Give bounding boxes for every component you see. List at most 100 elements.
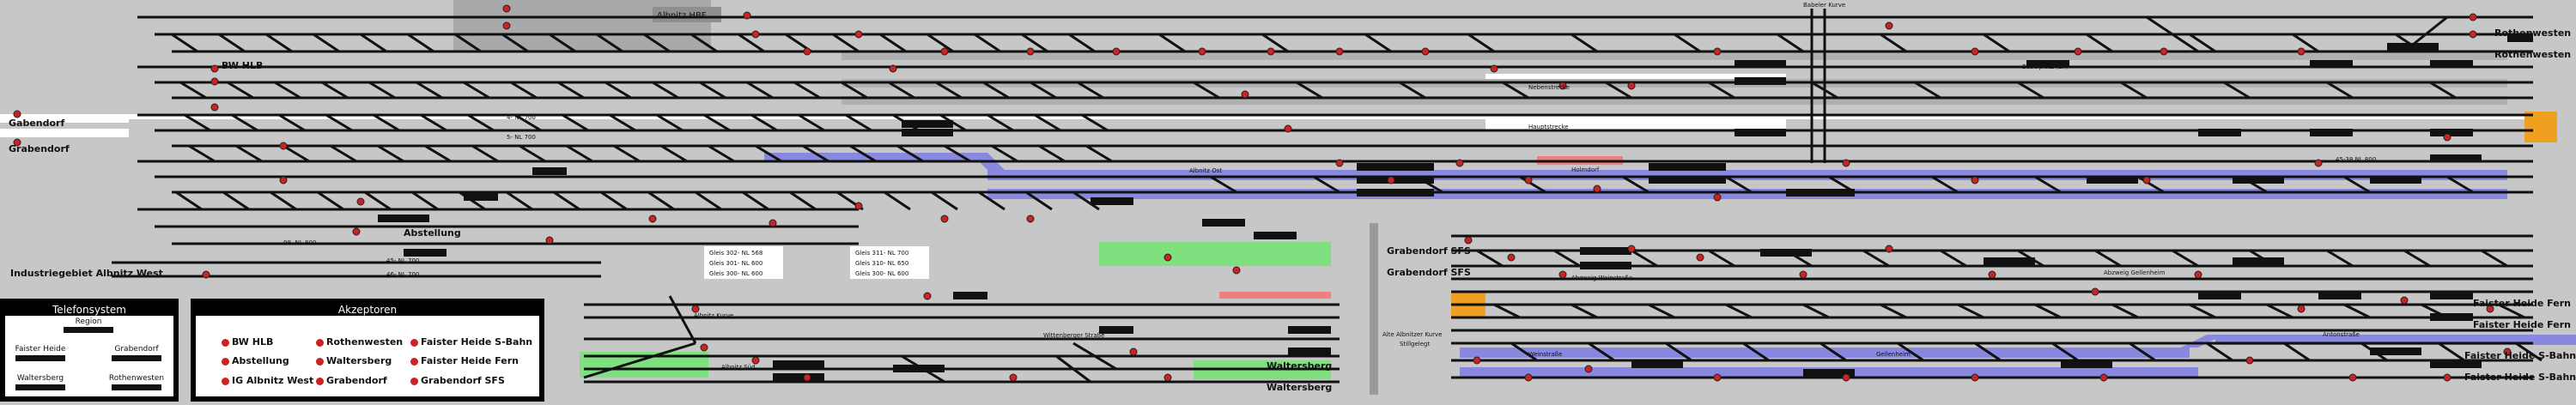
signal-light[interactable] <box>751 356 760 365</box>
platform-block[interactable] <box>1631 360 1683 368</box>
platform-block[interactable] <box>404 249 447 257</box>
platform-block[interactable] <box>902 129 953 136</box>
signal-light[interactable] <box>2297 47 2306 56</box>
platform-block[interactable] <box>773 373 824 381</box>
signal-light[interactable] <box>803 373 811 382</box>
signal-light[interactable] <box>2503 348 2512 356</box>
signal-light[interactable] <box>352 227 361 236</box>
platform-block[interactable] <box>1580 262 1631 269</box>
signal-light[interactable] <box>1026 47 1035 56</box>
signal-light[interactable] <box>1627 245 1636 253</box>
signal-light[interactable] <box>2142 176 2151 184</box>
signal-light[interactable] <box>1885 245 1893 253</box>
platform-block[interactable] <box>1254 232 1297 239</box>
akz-abstellung[interactable]: Abstellung <box>222 355 289 366</box>
platform-block[interactable] <box>1357 189 1434 196</box>
signal-light[interactable] <box>1558 270 1567 279</box>
signal-light[interactable] <box>1696 253 1704 262</box>
tel-region-button[interactable] <box>64 327 113 333</box>
platform-block[interactable] <box>2233 257 2284 265</box>
signal-light[interactable] <box>2400 296 2409 305</box>
signal-light[interactable] <box>940 215 949 223</box>
platform-block[interactable] <box>1357 163 1434 171</box>
platform-block[interactable] <box>1735 60 1786 68</box>
platform-block[interactable] <box>1735 129 1786 136</box>
signal-light[interactable] <box>1198 47 1206 56</box>
signal-light[interactable] <box>854 202 863 210</box>
platform-block[interactable] <box>2370 176 2421 184</box>
platform-block[interactable] <box>2061 360 2112 368</box>
signal-light[interactable] <box>691 305 700 313</box>
platform-block[interactable] <box>1202 219 1245 227</box>
platform-block[interactable] <box>773 360 824 368</box>
signal-light[interactable] <box>803 47 811 56</box>
platform-block[interactable] <box>1803 369 1855 377</box>
signal-light[interactable] <box>1129 348 1138 356</box>
platform-block[interactable] <box>2387 43 2439 51</box>
signal-light[interactable] <box>1584 365 1593 373</box>
signal-light[interactable] <box>1971 373 1979 382</box>
signal-light[interactable] <box>502 4 511 13</box>
platform-block[interactable] <box>2430 313 2473 321</box>
signal-light[interactable] <box>1026 215 1035 223</box>
platform-block[interactable] <box>2233 176 2284 184</box>
platform-block[interactable] <box>1091 197 1133 205</box>
platform-block[interactable] <box>2026 60 2069 68</box>
platform-block[interactable] <box>2370 348 2421 355</box>
platform-block[interactable] <box>1288 326 1331 334</box>
signal-light[interactable] <box>1971 47 1979 56</box>
signal-light[interactable] <box>940 47 949 56</box>
signal-light[interactable] <box>769 219 777 227</box>
signal-light[interactable] <box>1232 266 1241 275</box>
platform-block[interactable] <box>378 215 429 222</box>
signal-light[interactable] <box>1713 47 1722 56</box>
signal-light[interactable] <box>700 343 708 352</box>
signal-light[interactable] <box>502 21 511 30</box>
signal-light[interactable] <box>2469 30 2477 39</box>
signal-light[interactable] <box>210 77 219 86</box>
akz-grabendorf-sfs[interactable]: Grabendorf SFS <box>410 375 505 386</box>
platform-block[interactable] <box>2430 360 2482 368</box>
platform-block[interactable] <box>2507 34 2533 42</box>
platform-block[interactable] <box>1735 77 1786 85</box>
signal-light[interactable] <box>1112 47 1121 56</box>
signal-light[interactable] <box>2314 159 2323 167</box>
signal-light[interactable] <box>356 197 365 206</box>
signal-light[interactable] <box>2443 133 2451 142</box>
tel-waltersberg-button[interactable] <box>15 384 65 390</box>
signal-light[interactable] <box>1267 47 1275 56</box>
signal-light[interactable] <box>2469 13 2477 21</box>
akz-rothenwesten[interactable]: Rothenwesten <box>316 336 403 348</box>
signal-light[interactable] <box>1507 253 1516 262</box>
signal-light[interactable] <box>1163 253 1172 262</box>
signal-light[interactable] <box>1627 82 1636 90</box>
signal-light[interactable] <box>1885 21 1893 30</box>
tel-grabendorf-button[interactable] <box>112 355 161 361</box>
platform-block[interactable] <box>1099 326 1133 334</box>
platform-block[interactable] <box>1760 249 1812 257</box>
signal-light[interactable] <box>279 176 288 184</box>
signal-light[interactable] <box>1335 47 1344 56</box>
signal-light[interactable] <box>854 30 863 39</box>
akz-ig-albnitz[interactable]: IG Albnitz West <box>222 375 313 386</box>
signal-light[interactable] <box>1490 64 1498 73</box>
signal-light[interactable] <box>1971 176 1979 184</box>
signal-light[interactable] <box>2348 373 2357 382</box>
platform-block[interactable] <box>2310 129 2353 136</box>
akz-bw-hlb[interactable]: BW HLB <box>222 336 273 348</box>
platform-block[interactable] <box>2198 292 2241 299</box>
signal-light[interactable] <box>2486 305 2494 313</box>
signal-light[interactable] <box>889 64 897 73</box>
signal-light[interactable] <box>1421 47 1430 56</box>
akz-faister-sbahn[interactable]: Faister Heide S-Bahn <box>410 336 532 348</box>
signal-light[interactable] <box>279 142 288 150</box>
platform-block[interactable] <box>2430 154 2482 162</box>
signal-light[interactable] <box>1593 184 1601 193</box>
signal-light[interactable] <box>1009 373 1018 382</box>
signal-light[interactable] <box>2297 305 2306 313</box>
signal-light[interactable] <box>1284 124 1292 133</box>
signal-light[interactable] <box>2074 47 2082 56</box>
akz-grabendorf[interactable]: Grabendorf <box>316 375 387 386</box>
signal-light[interactable] <box>751 30 760 39</box>
platform-block[interactable] <box>902 120 953 128</box>
